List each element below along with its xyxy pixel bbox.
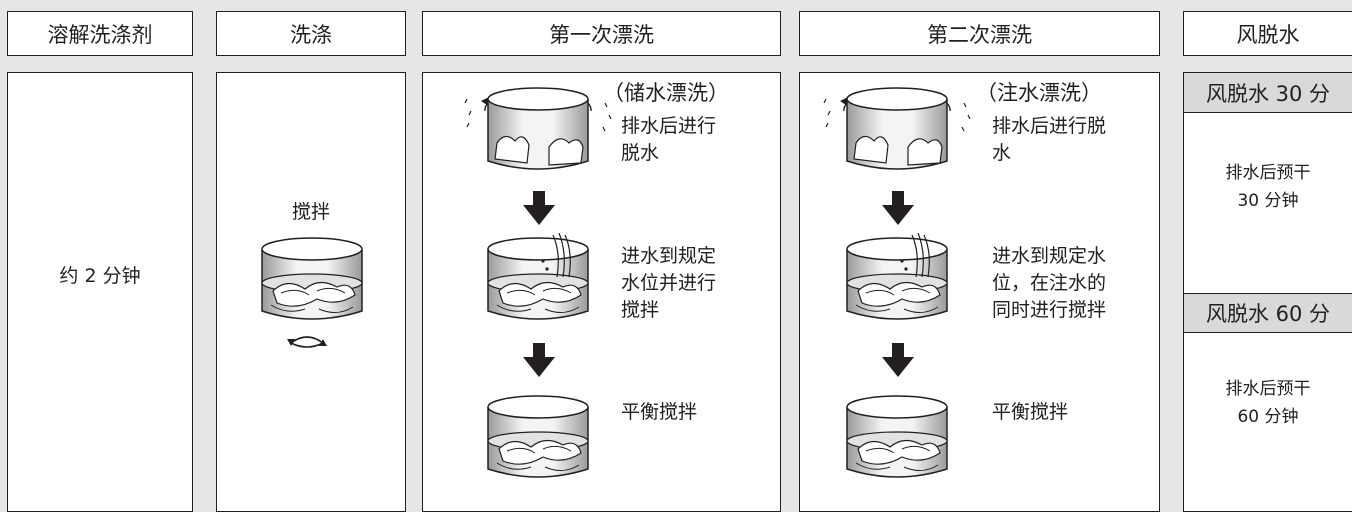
header-airdry-label: 风脱水 (1236, 22, 1300, 47)
down-arrow-icon (521, 191, 557, 225)
header-rinse1-label: 第一次漂洗 (549, 22, 654, 47)
header-rinse2-label: 第二次漂洗 (927, 22, 1032, 47)
rinse1-step-1: 排水后进行 脱水 (621, 115, 717, 164)
rinse1-step-2: 进水到规定 水位并进行 搅拌 (621, 245, 717, 321)
header-wash-label: 洗涤 (290, 22, 332, 47)
header-rinse1: 第一次漂洗 (422, 11, 781, 56)
down-arrow-icon (521, 343, 557, 377)
rinse2-step-2: 进水到规定水 位，在注水的 同时进行搅拌 (992, 245, 1107, 321)
airdry-option-30-title: 风脱水 30 分 (1184, 73, 1352, 113)
airdry-option-30-desc: 排水后预干 30 分钟 (1225, 163, 1311, 211)
column-dissolve: 约 2 分钟 (7, 72, 193, 512)
column-rinse1: （储水漂洗） 排水后进行 脱水 进水到规定 水位并进行 搅拌 平衡搅拌 (422, 72, 781, 512)
down-arrow-icon (880, 191, 916, 225)
rinse2-balance-tub-icon (842, 391, 952, 481)
rinse1-balance-tub-icon (483, 391, 593, 481)
rinse2-note: （注水漂洗） (976, 81, 1102, 105)
column-rinse2: （注水漂洗） 排水后进行脱 水 进水到规定水 位，在注水的 同时进行搅拌 平衡搅… (799, 72, 1160, 512)
header-dissolve-label: 溶解洗涤剂 (47, 22, 153, 47)
airdry-option-60-desc: 排水后预干 60 分钟 (1225, 379, 1311, 427)
column-wash: 搅拌 (216, 72, 406, 512)
wash-tub-icon (257, 233, 367, 323)
header-wash: 洗涤 (216, 11, 406, 56)
rotate-arrow-icon (287, 336, 327, 348)
rinse1-note: （储水漂洗） (603, 81, 729, 105)
rinse2-step-1: 排水后进行脱 水 (992, 115, 1107, 164)
wash-label: 搅拌 (291, 201, 330, 223)
column-airdry: 风脱水 30 分 排水后预干 30 分钟 风脱水 60 分 排水后预干 60 分… (1183, 72, 1352, 512)
airdry-option-60-title: 风脱水 60 分 (1184, 293, 1352, 333)
down-arrow-icon (880, 343, 916, 377)
rinse2-fill-tub-icon (842, 233, 952, 323)
rinse1-step-3: 平衡搅拌 (621, 401, 698, 423)
rinse1-drain-tub-icon (483, 83, 593, 173)
header-airdry: 风脱水 (1183, 11, 1352, 56)
header-dissolve: 溶解洗涤剂 (7, 11, 193, 56)
header-rinse2: 第二次漂洗 (799, 11, 1160, 56)
rinse2-step-3: 平衡搅拌 (992, 401, 1069, 423)
rinse2-drain-tub-icon (842, 83, 952, 173)
dissolve-time: 约 2 分钟 (59, 265, 141, 287)
rinse1-fill-tub-icon (483, 233, 593, 323)
